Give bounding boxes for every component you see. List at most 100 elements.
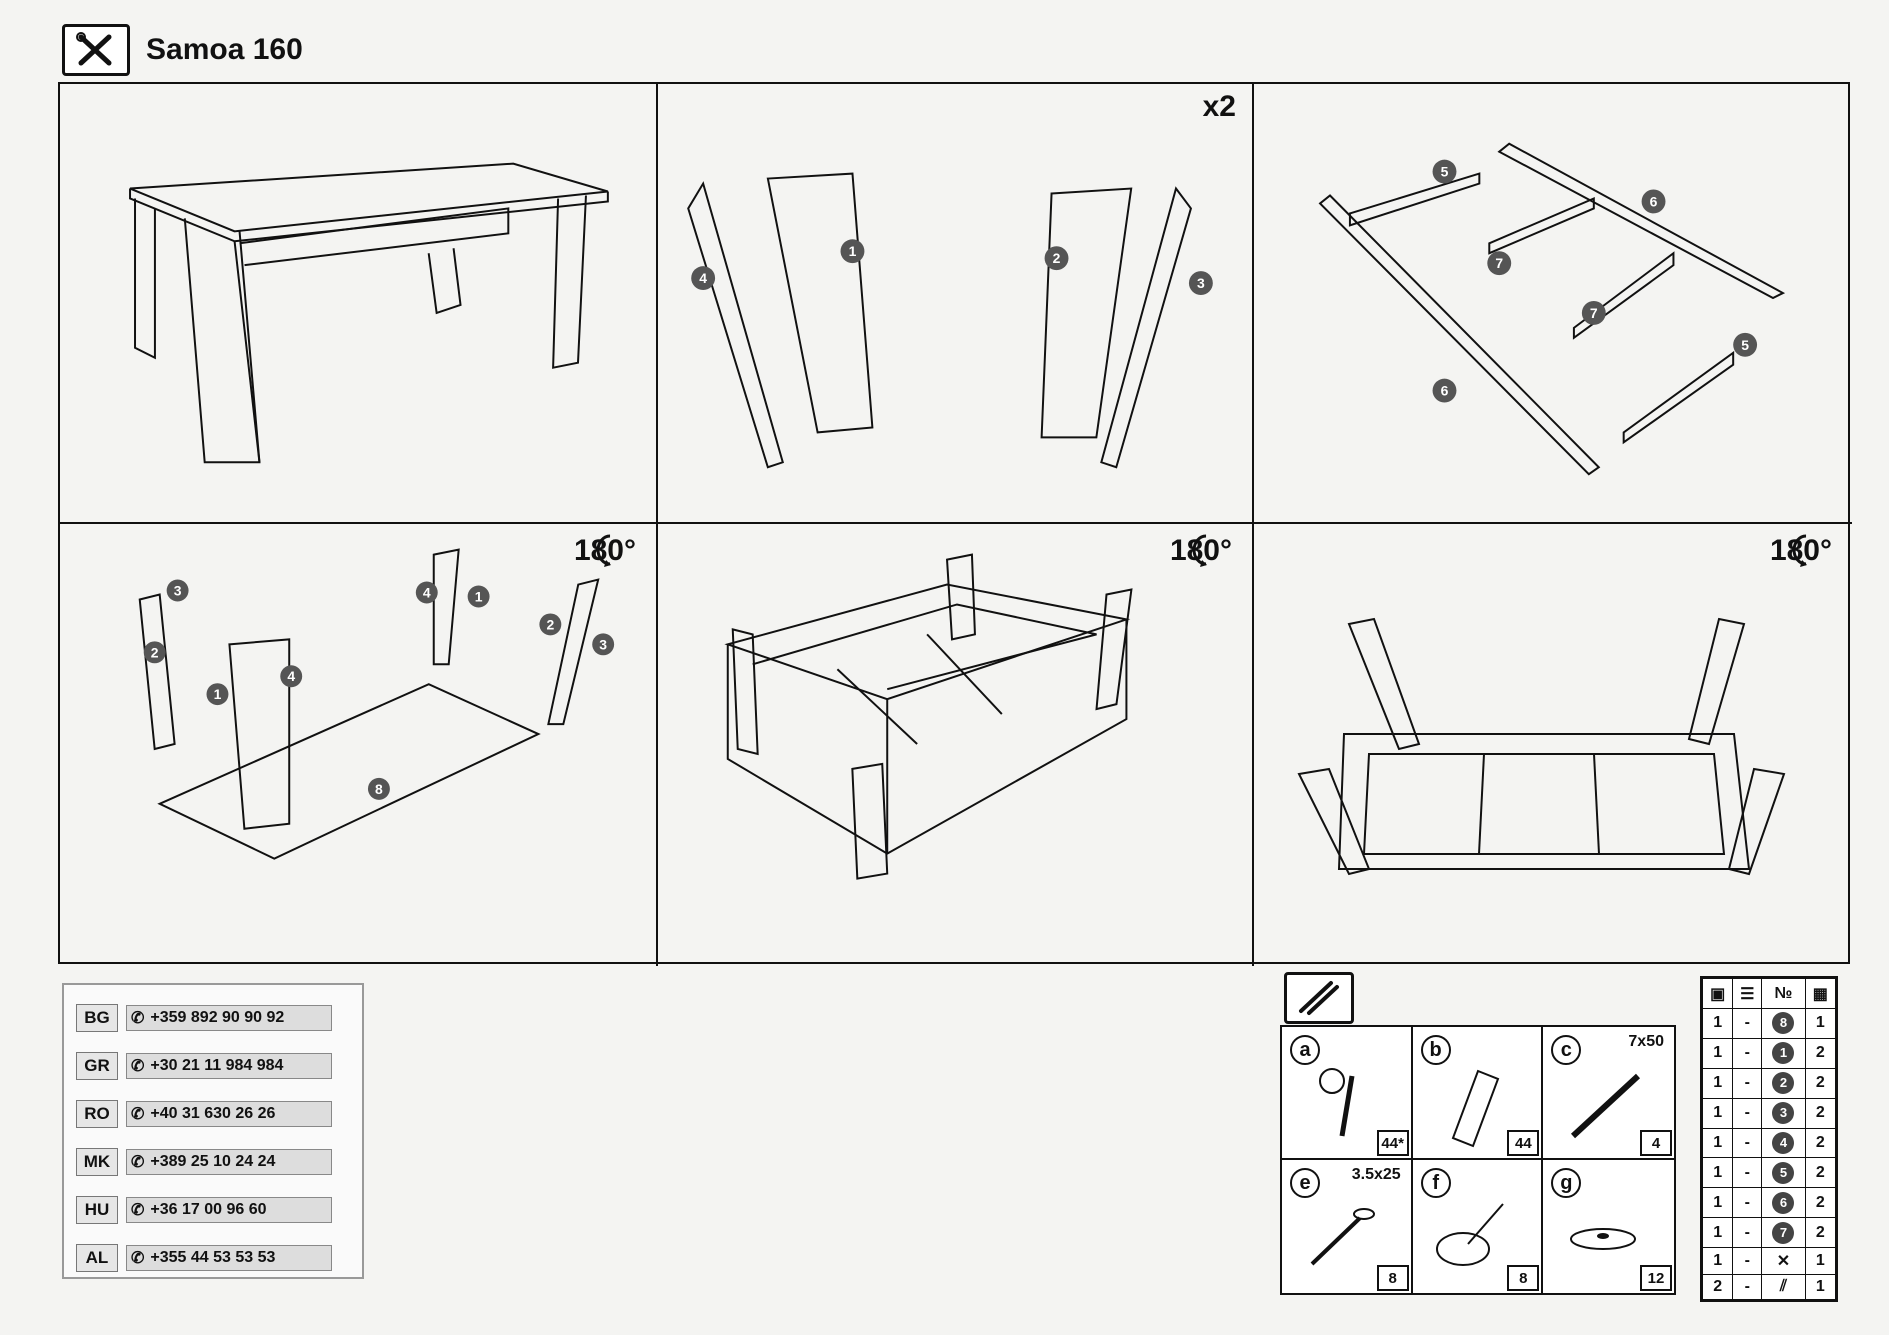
phone-icon: ✆ (131, 1202, 145, 1219)
header: Samoa 160 (62, 24, 303, 76)
parts-cell: - (1732, 1008, 1763, 1039)
hardware-item: c 7x50 4 (1543, 1027, 1674, 1160)
quantity-header-icon: ▦ (1804, 978, 1837, 1009)
wood-screw-icon (1310, 1208, 1375, 1266)
parts-cell: 1 (1701, 1067, 1734, 1099)
contact-row: MK ✆+389 25 10 24 24 (76, 1147, 332, 1177)
parts-cell: 1 (1804, 1008, 1837, 1039)
step-6-panel: 180° (1254, 524, 1852, 966)
parts-cell: 2 (1804, 1037, 1837, 1069)
hardware-item: g 12 (1543, 1160, 1674, 1293)
svg-text:8: 8 (375, 781, 383, 797)
hardware-icon (1284, 972, 1354, 1024)
part-number-cell: 8 (1761, 1008, 1806, 1039)
parts-cell: 2 (1804, 1097, 1837, 1129)
parts-cell: 2 (1804, 1187, 1837, 1219)
svg-text:2: 2 (151, 644, 159, 660)
svg-text:1: 1 (475, 588, 483, 604)
svg-text:5: 5 (1441, 164, 1449, 180)
phone-number[interactable]: +355 44 53 53 53 (150, 1249, 276, 1266)
parts-cell: - (1732, 1097, 1763, 1129)
svg-text:2: 2 (546, 616, 554, 632)
furniture-glide-icon (1435, 1203, 1504, 1266)
tools-icon: ✕ (1761, 1246, 1806, 1276)
step-5-panel: 180° (658, 524, 1254, 966)
parts-cell: 1 (1701, 1008, 1734, 1039)
phone-icon: ✆ (131, 1106, 145, 1123)
contact-row: BG ✆+359 892 90 90 92 (76, 1003, 332, 1033)
parts-cell: 2 (1804, 1127, 1837, 1159)
phone-icon: ✆ (131, 1058, 145, 1075)
hardware-item: e 3.5x25 8 (1282, 1160, 1413, 1293)
parts-cell: 1 (1804, 1274, 1837, 1300)
rotate-indicator: 180° (574, 534, 636, 568)
svg-text:7: 7 (1495, 255, 1503, 271)
parts-cell: - (1732, 1187, 1763, 1219)
svg-text:3: 3 (599, 636, 607, 652)
parts-cell: - (1732, 1157, 1763, 1189)
rotate-indicator: 180° (1170, 534, 1232, 568)
boards-header-icon: ☰ (1732, 978, 1763, 1009)
parts-cell: 2 (1804, 1157, 1837, 1189)
hardware-letter: b (1420, 1035, 1451, 1065)
hardware-letter: g (1551, 1168, 1582, 1198)
svg-text:3: 3 (1197, 275, 1205, 291)
part-number-cell: 7 (1761, 1217, 1806, 1248)
parts-table: ▣ ☰ № ▦ 1 - 8 1 1 - 1 2 1 - 2 2 1 - 3 2 (1700, 976, 1838, 1302)
svg-text:7: 7 (1590, 305, 1598, 321)
parts-cell: 1 (1804, 1246, 1837, 1276)
svg-text:6: 6 (1650, 193, 1658, 209)
hardware-qty: 44 (1507, 1130, 1540, 1156)
svg-text:2: 2 (1053, 250, 1061, 266)
hardware-item: f 8 (1413, 1160, 1544, 1293)
rotate-arrow-icon (596, 534, 611, 567)
part-number-cell: 2 (1761, 1067, 1806, 1099)
parts-cell: - (1732, 1274, 1763, 1300)
parts-cell: 2 (1804, 1217, 1837, 1248)
parts-cell: 1 (1701, 1037, 1734, 1069)
packages-header-icon: ▣ (1701, 978, 1734, 1009)
hardware-qty: 12 (1640, 1265, 1672, 1291)
support-contacts: BG ✆+359 892 90 90 92 GR ✆+30 21 11 984 … (62, 983, 364, 1279)
phone-number[interactable]: +40 31 630 26 26 (150, 1105, 276, 1122)
svg-text:5: 5 (1741, 337, 1749, 353)
assembly-steps-grid: 4 1 2 3 x2 5 6 7 7 6 5 (58, 82, 1852, 966)
hardware-item: a 44* (1282, 1027, 1413, 1160)
parts-cell: - (1732, 1067, 1763, 1099)
country-code: RO (76, 1100, 118, 1128)
phone-icon: ✆ (131, 1010, 145, 1027)
phone-number[interactable]: +36 17 00 96 60 (150, 1201, 267, 1218)
part-number-cell: 4 (1761, 1127, 1806, 1159)
leg-assembly-drawing: 4 1 2 3 (687, 172, 1213, 469)
parts-cell: 1 (1701, 1217, 1734, 1248)
hardware-item: b 44 (1412, 1027, 1544, 1160)
svg-text:4: 4 (699, 270, 707, 286)
feet-drawing (1297, 617, 1786, 876)
step-1-panel (60, 84, 658, 524)
frame-on-top-drawing (724, 553, 1133, 880)
svg-text:1: 1 (849, 243, 857, 259)
phone-number[interactable]: +359 892 90 90 92 (150, 1009, 285, 1026)
country-code: AL (76, 1244, 118, 1272)
contact-row: GR ✆+30 21 11 984 984 (76, 1051, 332, 1081)
page-title: Samoa 160 (146, 33, 303, 66)
hardware-list: a 44* b 44 c 7x50 4 e 3.5x25 8 f 8 g 12 (1280, 1025, 1676, 1295)
parts-cell: 1 (1701, 1187, 1734, 1219)
dowel-icon (1451, 1069, 1499, 1148)
repeat-badge: x2 (1202, 90, 1236, 123)
cam-lock-icon (1319, 1068, 1355, 1137)
hardware-qty: 44* (1376, 1130, 1409, 1156)
parts-cell: 2 (1804, 1067, 1837, 1099)
screw-icon (1571, 1073, 1641, 1139)
tools-icon (62, 24, 130, 76)
frame-drawing: 5 6 7 7 6 5 (1318, 142, 1786, 476)
parts-cell: - (1732, 1217, 1763, 1248)
part-number-cell: 1 (1761, 1037, 1806, 1069)
phone-number[interactable]: +30 21 11 984 984 (150, 1057, 284, 1074)
parts-cell: - (1732, 1037, 1763, 1069)
hardware-icon: ⫽ (1761, 1274, 1806, 1300)
phone-number[interactable]: +389 25 10 24 24 (150, 1153, 276, 1170)
svg-text:3: 3 (174, 583, 182, 599)
hardware-qty: 4 (1640, 1130, 1672, 1156)
hardware-letter: e (1290, 1168, 1320, 1198)
